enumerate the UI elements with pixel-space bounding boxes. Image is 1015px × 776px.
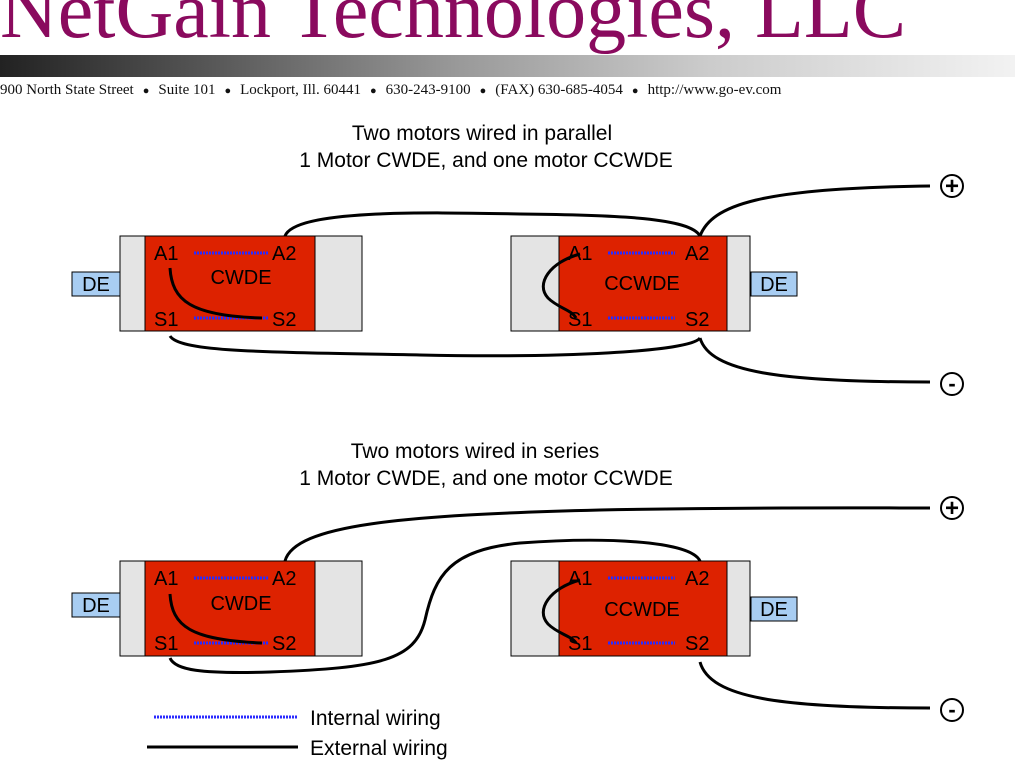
terminal-a2: A2 — [272, 568, 296, 590]
terminal-a2: A2 — [685, 243, 709, 265]
separator-dot: ● — [479, 85, 487, 97]
separator-dot: ● — [631, 85, 639, 97]
motor-name-label: CCWDE — [604, 599, 680, 621]
external-wire — [168, 335, 702, 358]
address-city: Lockport, Ill. 60441 — [240, 82, 361, 98]
company-name: NetGain Technologies, LLC — [0, 0, 907, 55]
terminal-a2: A2 — [272, 243, 296, 265]
terminal-a1: A1 — [154, 568, 178, 590]
terminal-circle — [940, 496, 964, 520]
separator-dot: ● — [369, 85, 377, 97]
terminal-circle — [940, 372, 964, 396]
terminal-s1: S1 — [154, 633, 178, 655]
terminal-a1: A1 — [568, 568, 592, 590]
de-box — [71, 271, 121, 297]
series-heading-line2: 1 Motor CWDE, and one motor CCWDE — [299, 467, 672, 490]
minus-sign: - — [948, 371, 955, 396]
terminal-a1: A1 — [568, 243, 592, 265]
separator-dot: ● — [224, 85, 232, 97]
minus-sign: - — [948, 697, 955, 722]
terminal-s2: S2 — [685, 633, 709, 655]
address-street: 900 North State Street — [0, 82, 134, 98]
de-label: DE — [760, 274, 788, 296]
terminal-s1: S1 — [154, 309, 178, 331]
external-wire — [541, 578, 581, 644]
legend: Internal wiring External wiring — [147, 707, 448, 760]
de-label: DE — [82, 274, 110, 296]
external-wire — [168, 538, 702, 674]
parallel-heading-line1: Two motors wired in parallel — [352, 122, 612, 145]
terminal-s2: S2 — [272, 633, 296, 655]
negative-terminal: - — [940, 697, 964, 722]
de-box — [71, 592, 121, 618]
external-wire — [698, 184, 931, 237]
address-line: 900 North State Street ● Suite 101 ● Lockpor… — [0, 80, 1015, 101]
series-motor-cwde: DE A1 A2 S1 S2 CWDE — [71, 560, 363, 657]
external-wire — [168, 267, 263, 320]
address-fax: (FAX) 630-685-4054 — [495, 82, 623, 98]
positive-terminal: + — [940, 495, 964, 522]
parallel-heading-line2: 1 Motor CWDE, and one motor CCWDE — [299, 149, 672, 172]
legend-internal-label: Internal wiring — [310, 707, 441, 730]
motor-name-label: CWDE — [210, 593, 271, 615]
motor-name-label: CWDE — [210, 267, 271, 289]
terminal-a1: A1 — [154, 243, 178, 265]
external-wire — [698, 337, 931, 384]
terminal-circle — [940, 698, 964, 722]
parallel-motor-cwde: DE A1 A2 S1 S2 CWDE — [71, 235, 363, 332]
separator-dot: ● — [142, 85, 150, 97]
terminal-s2: S2 — [272, 309, 296, 331]
de-box — [750, 596, 798, 622]
external-wire — [698, 661, 931, 710]
series-heading-line1: Two motors wired in series — [351, 440, 600, 463]
plus-sign: + — [945, 173, 959, 200]
legend-external-label: External wiring — [310, 737, 448, 760]
de-label: DE — [82, 595, 110, 617]
address-phone: 630-243-9100 — [385, 82, 471, 98]
series-motor-ccwde: DE A1 A2 S1 S2 CCWDE — [510, 560, 798, 657]
terminal-a2: A2 — [685, 568, 709, 590]
terminal-s1: S1 — [568, 633, 592, 655]
address-suite: Suite 101 — [158, 82, 216, 98]
negative-terminal: - — [940, 371, 964, 396]
parallel-motor-ccwde: DE A1 A2 S1 S2 CCWDE — [510, 235, 798, 332]
terminal-circle — [940, 174, 964, 198]
positive-terminal: + — [940, 173, 964, 200]
plus-sign: + — [945, 495, 959, 522]
terminal-s2: S2 — [685, 309, 709, 331]
de-label: DE — [760, 599, 788, 621]
external-wire — [168, 593, 263, 645]
de-box — [750, 271, 798, 297]
motor-name-label: CCWDE — [604, 273, 680, 295]
external-wire — [283, 211, 702, 237]
external-wire — [283, 506, 931, 562]
address-website: http://www.go-ev.com — [647, 82, 782, 98]
header-gradient-bar — [0, 55, 1015, 77]
external-wire — [541, 252, 581, 319]
